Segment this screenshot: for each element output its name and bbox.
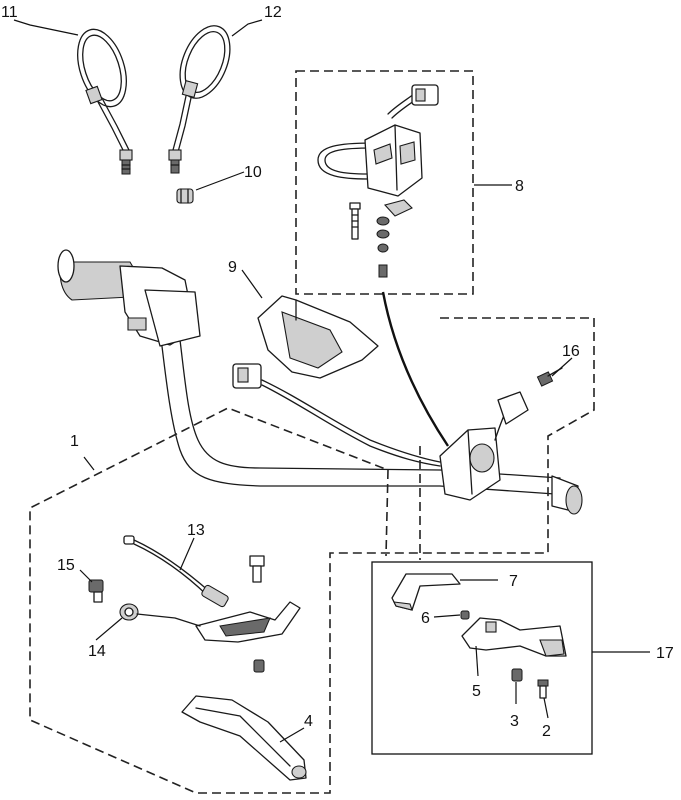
clutch-group-boundary: [29, 407, 389, 794]
light-switch-assembly: [317, 84, 439, 197]
callout-16: 16: [562, 343, 580, 360]
switch-group-boundary: [295, 70, 474, 295]
adjuster-screw: [88, 579, 104, 603]
clutch-cable: [123, 535, 229, 608]
bolt-2: [537, 679, 549, 699]
callout-10: 10: [244, 164, 262, 181]
wiring-harness: [232, 363, 441, 467]
callout-1: 1: [70, 433, 79, 450]
callout-3: 3: [510, 713, 519, 730]
cable-adjuster: [119, 603, 201, 627]
grip-cover: [257, 295, 379, 379]
left-mirror: [77, 28, 133, 175]
bracket-5: [461, 617, 567, 657]
callout-2: 2: [542, 723, 551, 740]
callout-14: 14: [88, 643, 106, 660]
callout-12: 12: [264, 4, 282, 21]
nut-3: [511, 668, 523, 682]
callout-11: 11: [1, 4, 18, 21]
callout-9: 9: [228, 259, 237, 276]
callout-7: 7: [509, 573, 518, 590]
mirror-nut: [176, 188, 194, 204]
bracket-group-box: [371, 561, 593, 755]
callout-6: 6: [421, 610, 430, 627]
callout-5: 5: [472, 683, 481, 700]
lever-holder: [195, 601, 301, 643]
pivot-bolt: [249, 555, 265, 673]
right-switch-housing: [439, 391, 529, 501]
switch-clamp: [376, 199, 413, 278]
handlebar: [159, 329, 583, 515]
right-mirror: [168, 25, 231, 174]
callout-4: 4: [304, 713, 313, 730]
spacer-6: [460, 610, 470, 620]
callout-13: 13: [187, 522, 205, 539]
switch-screw: [349, 202, 361, 240]
callout-8: 8: [515, 178, 524, 195]
clutch-lever: [181, 695, 307, 781]
callout-17: 17: [656, 645, 674, 662]
right-group-boundary: [329, 317, 595, 650]
bracket-bolt: [536, 367, 563, 387]
callout-15: 15: [57, 557, 75, 574]
left-grip: [57, 249, 201, 347]
bracket-link-2: [385, 469, 389, 557]
bracket-7: [391, 573, 461, 611]
